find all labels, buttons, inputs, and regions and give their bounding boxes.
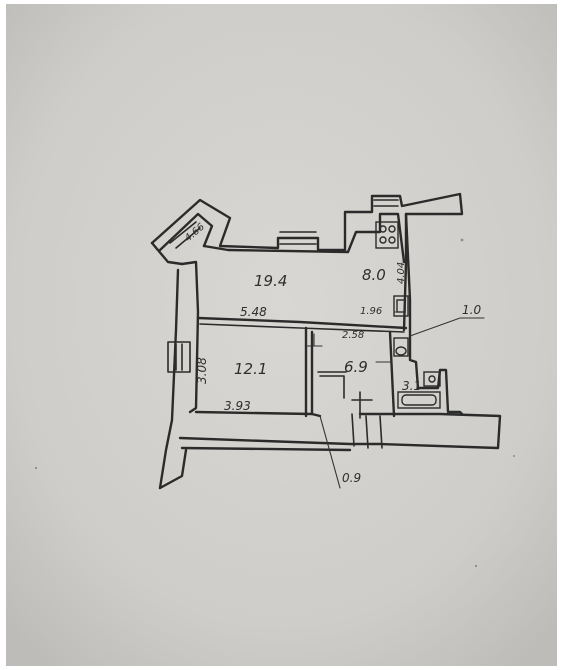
kitchen-area-label: 8.0 bbox=[362, 266, 386, 284]
bathtub-icon bbox=[397, 391, 441, 409]
entrance-width-label: 0.9 bbox=[342, 471, 361, 485]
kitchen-length-label: 4.04 bbox=[396, 262, 407, 284]
loggia-depth-label: 1.0 bbox=[462, 303, 481, 317]
paper-surface bbox=[6, 4, 557, 666]
bedroom-width-label: 3.93 bbox=[224, 399, 251, 413]
kitchen-width-label: 1.96 bbox=[360, 306, 382, 317]
paper-specks bbox=[34, 238, 515, 568]
room-labels: 19.4 8.0 12.1 6.9 3.1 bbox=[234, 266, 421, 393]
living-room-width-label: 5.48 bbox=[240, 305, 267, 319]
washbasin-icon bbox=[423, 371, 441, 387]
hall-width-label: 2.58 bbox=[342, 330, 364, 341]
bathroom-area-label: 3.1 bbox=[402, 379, 421, 393]
hall-area-label: 6.9 bbox=[344, 358, 368, 376]
living-room-area-label: 19.4 bbox=[254, 272, 287, 290]
bedroom-area-label: 12.1 bbox=[234, 360, 267, 378]
dimension-lines bbox=[305, 311, 485, 489]
walls bbox=[150, 192, 502, 490]
bedroom-length-label: 3.08 bbox=[195, 357, 209, 384]
toilet-icon bbox=[393, 337, 409, 357]
kitchen-sink-icon bbox=[393, 295, 409, 317]
stove-icon bbox=[375, 221, 399, 249]
fixtures bbox=[375, 221, 441, 409]
